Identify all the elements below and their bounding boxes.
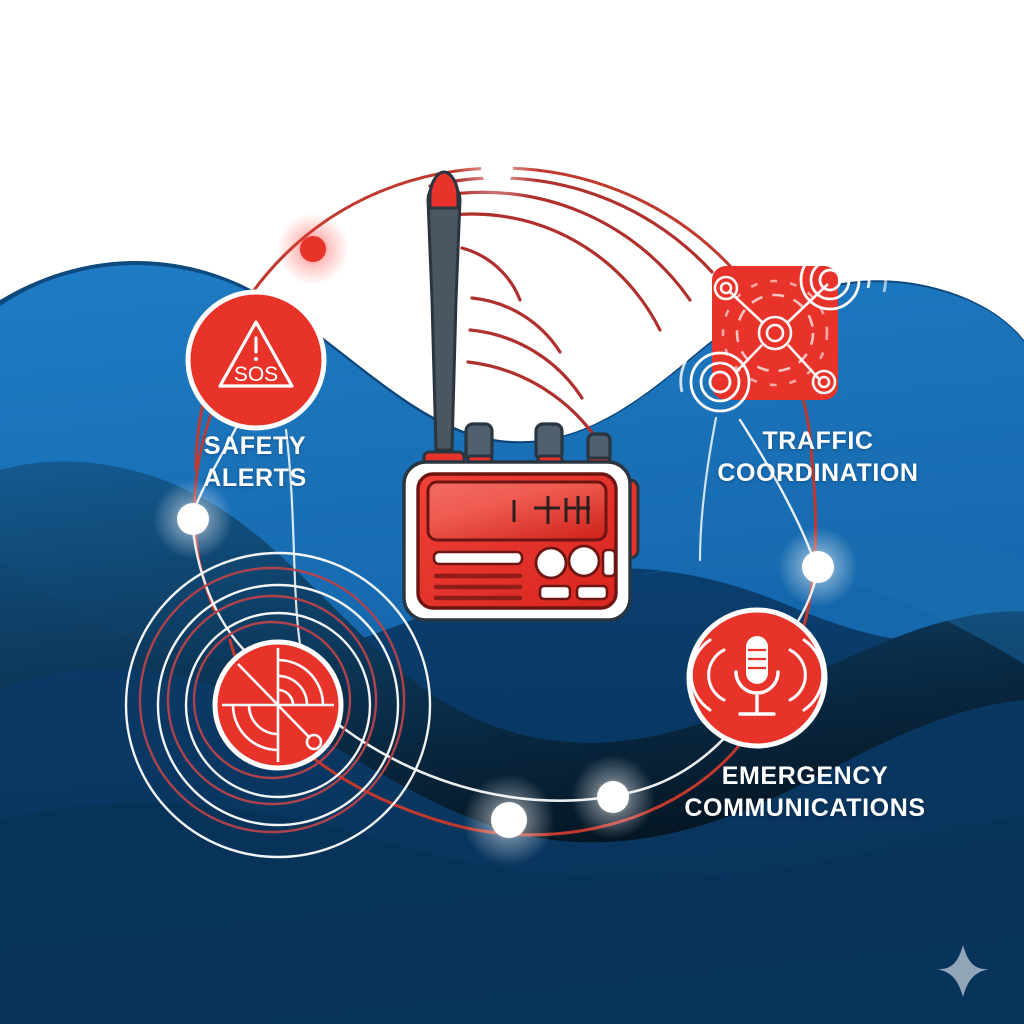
- microphone-broadcast-icon: [689, 636, 825, 716]
- radio-tall-button[interactable]: [601, 548, 617, 578]
- radio-display: [426, 480, 608, 542]
- antenna-tip: [428, 170, 460, 210]
- network-hub-nodes-icon: [713, 275, 837, 395]
- sos-icon-text: SOS: [234, 363, 278, 386]
- mic-sound-waves-left: [689, 638, 726, 712]
- signal-arc-5: [450, 212, 662, 332]
- display-frequency-ticks: [512, 496, 590, 524]
- signal-ring-marker-bottom-left: [679, 351, 751, 413]
- signal-ring-marker-top-right: [799, 232, 888, 311]
- radio-round-button-1[interactable]: [534, 546, 568, 580]
- warning-sos-triangle-icon: SOS: [218, 320, 294, 388]
- wave-foreground-navy: [0, 802, 1024, 1024]
- radar-ring-white-1: [184, 611, 372, 799]
- connector-traffic-vertical: [698, 416, 718, 562]
- radio-round-button-2[interactable]: [567, 544, 601, 578]
- radar-ring-red-3: [138, 566, 406, 834]
- mic-grille-lines: [748, 648, 766, 670]
- glow-dot-bottom-right: [571, 755, 655, 839]
- radar-ring-white-3: [124, 551, 432, 859]
- wave-accent-right: [560, 537, 1024, 664]
- mic-sound-waves-right: [788, 638, 825, 712]
- signal-arc-2: [468, 328, 584, 400]
- connector-safety-vertical: [284, 428, 302, 646]
- radio-small-button-2[interactable]: [575, 584, 609, 601]
- radar-sweep-icon: [222, 648, 334, 762]
- glow-dot-red-upper-left: [277, 213, 349, 285]
- glow-dot-left: [153, 479, 233, 559]
- radar-ring-red-1: [192, 620, 352, 780]
- signal-arc-1: [470, 296, 562, 354]
- glow-dot-right: [778, 527, 858, 607]
- radar-ring-white-2: [156, 583, 400, 827]
- speaker-bar-main: [432, 550, 524, 566]
- signal-arc-3: [466, 360, 602, 446]
- sparkle-watermark-icon: [937, 945, 989, 997]
- signal-arc-4: [460, 246, 522, 302]
- radio-small-button-1[interactable]: [538, 584, 572, 601]
- glow-dot-bottom-left: [463, 774, 555, 866]
- speaker-grille-lines: [433, 573, 523, 601]
- glow-dot-top: [455, 128, 539, 212]
- radar-ring-red-2: [166, 594, 378, 806]
